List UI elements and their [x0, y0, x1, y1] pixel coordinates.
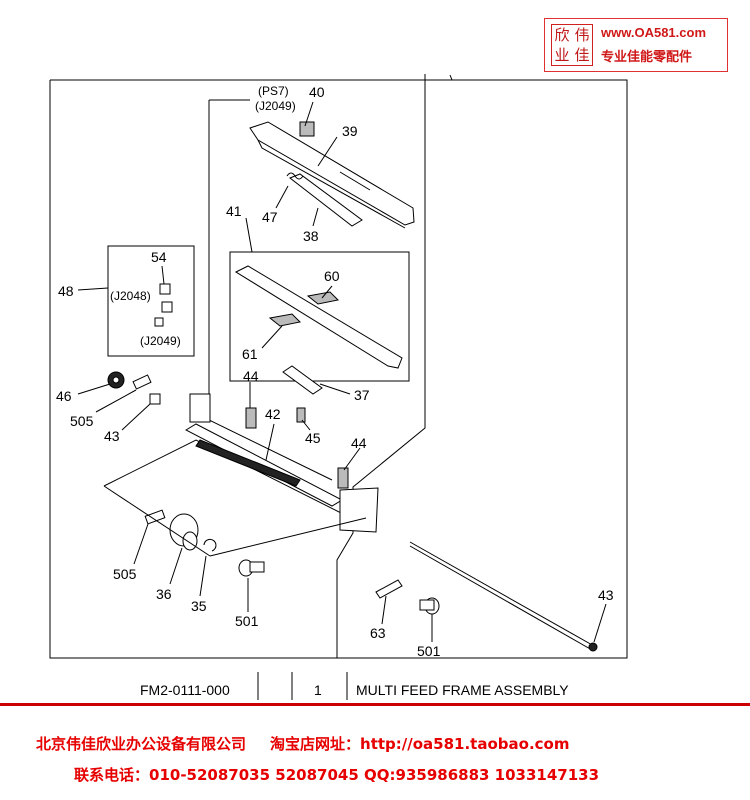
callout-63: 63: [370, 625, 386, 641]
part-35-ring: [203, 538, 217, 552]
connector-j2048: (J2048): [110, 289, 151, 303]
connector-ps7: (PS7): [258, 84, 289, 98]
watermark-url: www.OA581.com: [601, 25, 706, 40]
callout-43-left: 43: [104, 428, 120, 444]
callout-505-lower: 505: [113, 566, 137, 582]
callouts: (PS7) (J2049) 40 39 47 38 41 60 61 48 54…: [56, 84, 614, 659]
seal-char: 伟: [574, 26, 590, 44]
seal-char: 欣: [554, 26, 570, 44]
callout-42: 42: [265, 406, 281, 422]
quantity: 1: [314, 682, 322, 698]
seal-char: 佳: [574, 46, 590, 64]
callout-43-right: 43: [598, 587, 614, 603]
shop-label: 淘宝店网址：: [270, 735, 361, 753]
part-38-plate: [286, 172, 363, 227]
diagram-frame-right: [337, 79, 628, 659]
watermark-logo: 欣 伟 业 佳 www.OA581.com 专业佳能零配件: [544, 18, 728, 72]
footer-contact-line: 联系电话：010-52087035 52087045 QQ:935986883 …: [74, 764, 599, 785]
callout-38: 38: [303, 228, 319, 244]
callout-44-left: 44: [243, 368, 259, 384]
callout-35: 35: [191, 598, 207, 614]
footer-company-line: 北京伟佳欣业办公设备有限公司 淘宝店网址：http://oa581.taobao.…: [36, 733, 569, 754]
seal-char: 业: [554, 46, 570, 64]
shop-url[interactable]: http://oa581.taobao.com: [360, 735, 570, 753]
part-39-rail: [249, 121, 415, 229]
box-41: [229, 251, 410, 382]
title-block: FM2-0111-000 1 MULTI FEED FRAME ASSEMBLY: [140, 672, 569, 700]
connector-j2049-mid: (J2049): [140, 334, 181, 348]
part-501-screw-left: [238, 559, 265, 577]
callout-40: 40: [309, 84, 325, 100]
part-505-pin-lower: [144, 509, 166, 525]
callout-46: 46: [56, 388, 72, 404]
qq-numbers: 935986883 1033147133: [395, 766, 600, 784]
part-41-frame: [234, 265, 403, 369]
leader-lines: [77, 101, 607, 643]
phone-numbers: 010-52087035 52087045: [149, 766, 359, 784]
part-36-roller: [169, 513, 199, 551]
callout-61: 61: [242, 346, 258, 362]
company-name: 北京伟佳欣业办公设备有限公司: [36, 735, 247, 753]
main-frame-body: [103, 393, 379, 533]
part-44-springs: [245, 407, 349, 489]
watermark-slogan: 专业佳能零配件: [601, 50, 693, 65]
callout-505-upper: 505: [70, 413, 94, 429]
callout-60: 60: [324, 268, 340, 284]
drive-shaft: [409, 541, 598, 652]
callout-501-left: 501: [235, 613, 259, 629]
part-505-pin: [132, 374, 152, 390]
callout-45: 45: [305, 430, 321, 446]
assembly-description: MULTI FEED FRAME ASSEMBLY: [356, 682, 569, 698]
callout-39: 39: [342, 123, 358, 139]
callout-501-right: 501: [417, 643, 441, 659]
watermark-seal: 欣 伟 业 佳: [551, 24, 593, 66]
callout-37: 37: [354, 387, 370, 403]
callout-47: 47: [262, 209, 278, 225]
contact-label: 联系电话：: [74, 766, 150, 784]
part-37-roller: [282, 365, 323, 395]
part-501-screw-right: [419, 597, 440, 615]
part-43-bushing: [149, 393, 161, 405]
callout-48: 48: [58, 283, 74, 299]
part-63-lever: [375, 579, 403, 599]
callout-44-right: 44: [351, 435, 367, 451]
qq-label: QQ:: [364, 766, 396, 784]
callout-54: 54: [151, 249, 167, 265]
box-48: [107, 245, 195, 357]
part-number: FM2-0111-000: [140, 682, 230, 698]
callout-36: 36: [156, 586, 172, 602]
footer-rule: [0, 703, 750, 706]
callout-41: 41: [226, 203, 242, 219]
diagram-frame: [49, 79, 426, 659]
connector-j2049-top: (J2049): [255, 99, 296, 113]
part-54-sensor: [154, 283, 173, 327]
